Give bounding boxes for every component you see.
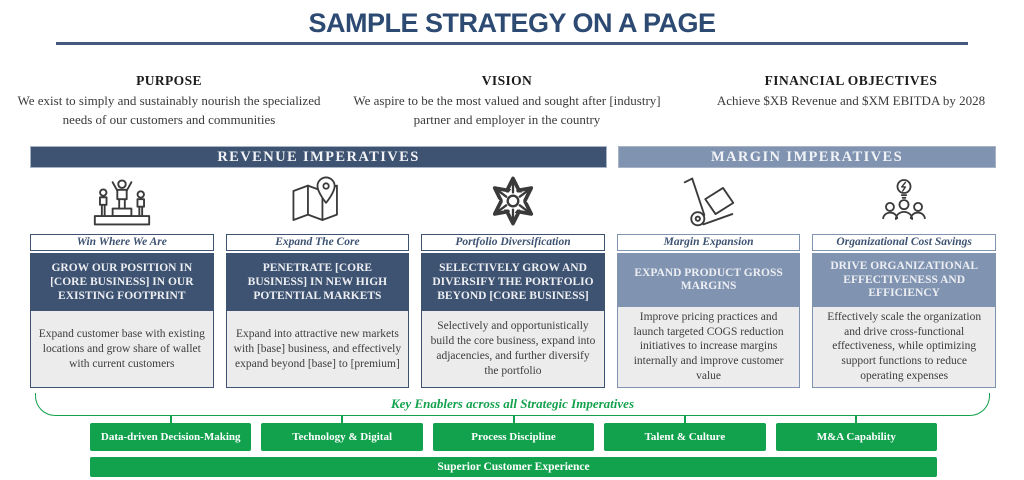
enabler-cell: M&A Capability bbox=[775, 416, 938, 452]
map-pin-icon bbox=[226, 168, 410, 234]
pillar-subtitle: Win Where We Are bbox=[30, 234, 214, 252]
pillar-box: PENETRATE [CORE BUSINESS] IN NEW HIGH PO… bbox=[225, 253, 410, 389]
key-enablers-bracket: Key Enablers across all Strategic Impera… bbox=[35, 393, 990, 417]
enabler-process-discipline: Process Discipline bbox=[432, 423, 595, 452]
pillar-header: EXPAND PRODUCT GROSS MARGINS bbox=[617, 254, 800, 307]
purpose-section: PURPOSE We exist to simply and sustainab… bbox=[4, 73, 334, 130]
pillar-description: Expand into attractive new markets with … bbox=[226, 311, 409, 388]
enabler-cell: Data-driven Decision-Making bbox=[90, 416, 252, 452]
pillar-description: Effectively scale the organization and d… bbox=[813, 306, 995, 388]
pillar-organizational-cost-savings: Organizational Cost Savings DRIVE ORGANI… bbox=[812, 168, 996, 389]
enabler-technology-digital: Technology & Digital bbox=[261, 423, 423, 452]
pillar-subtitle: Portfolio Diversification bbox=[421, 234, 605, 252]
pillar-box: SELECTIVELY GROW AND DIVERSIFY THE PORTF… bbox=[421, 253, 605, 389]
pillar-description: Expand customer base with existing locat… bbox=[31, 311, 213, 388]
vision-heading: VISION bbox=[481, 73, 533, 89]
purpose-heading: PURPOSE bbox=[136, 73, 202, 89]
page-title: SAMPLE STRATEGY ON A PAGE bbox=[308, 8, 716, 38]
pillar-header: DRIVE ORGANIZATIONAL EFFECTIVENESS AND E… bbox=[813, 254, 995, 307]
margin-imperatives-banner: MARGIN IMPERATIVES bbox=[618, 146, 996, 169]
superior-customer-experience-bar: Superior Customer Experience bbox=[90, 457, 937, 478]
title-divider bbox=[56, 42, 968, 46]
pillar-header: GROW OUR POSITION IN [CORE BUSINESS] IN … bbox=[31, 254, 213, 312]
enabler-cell: Talent & Culture bbox=[604, 416, 766, 452]
enabler-cell: Technology & Digital bbox=[261, 416, 423, 452]
pillar-box: DRIVE ORGANIZATIONAL EFFECTIVENESS AND E… bbox=[812, 253, 996, 389]
pillar-box: EXPAND PRODUCT GROSS MARGINS Improve pri… bbox=[616, 253, 801, 389]
bracket-connector bbox=[512, 416, 515, 424]
financial-objectives-heading: FINANCIAL OBJECTIVES bbox=[764, 73, 938, 89]
enabler-talent-culture: Talent & Culture bbox=[604, 423, 766, 452]
expand-arrows-icon bbox=[421, 168, 605, 234]
bracket-connector bbox=[169, 416, 172, 424]
key-enablers-caption: Key Enablers across all Strategic Impera… bbox=[390, 396, 635, 412]
pillar-subtitle: Expand The Core bbox=[225, 234, 410, 252]
key-enablers-row: Data-driven Decision-Making Technology &… bbox=[90, 416, 938, 452]
enabler-cell: Process Discipline bbox=[432, 416, 595, 452]
pillar-description: Improve pricing practices and launch tar… bbox=[617, 306, 800, 388]
pillar-box: GROW OUR POSITION IN [CORE BUSINESS] IN … bbox=[30, 253, 214, 389]
pillar-header: PENETRATE [CORE BUSINESS] IN NEW HIGH PO… bbox=[226, 254, 409, 312]
podium-winner-icon bbox=[30, 168, 214, 234]
vision-text: We aspire to be the most valued and soug… bbox=[353, 93, 661, 128]
pillar-margin-expansion: Margin Expansion EXPAND PRODUCT GROSS MA… bbox=[616, 168, 801, 389]
purpose-text: We exist to simply and sustainably nouri… bbox=[17, 93, 321, 128]
pillar-subtitle: Margin Expansion bbox=[616, 234, 801, 252]
financial-objectives-section: FINANCIAL OBJECTIVES Achieve $XB Revenue… bbox=[686, 73, 1016, 130]
bracket-connector bbox=[341, 416, 344, 424]
bracket-connector bbox=[855, 416, 858, 424]
mission-row: PURPOSE We exist to simply and sustainab… bbox=[0, 73, 1024, 130]
enabler-ma-capability: M&A Capability bbox=[775, 423, 938, 452]
pillar-header: SELECTIVELY GROW AND DIVERSIFY THE PORTF… bbox=[422, 254, 604, 312]
pillar-portfolio-diversification: Portfolio Diversification SELECTIVELY GR… bbox=[421, 168, 605, 389]
strategic-pillars: Win Where We Are GROW OUR POSITION IN [C… bbox=[30, 168, 996, 389]
vision-section: VISION We aspire to be the most valued a… bbox=[352, 73, 662, 130]
pillar-win-where-we-are: Win Where We Are GROW OUR POSITION IN [C… bbox=[30, 168, 214, 389]
pillar-expand-the-core: Expand The Core PENETRATE [CORE BUSINESS… bbox=[225, 168, 410, 389]
imperatives-banners: REVENUE IMPERATIVES MARGIN IMPERATIVES bbox=[30, 146, 996, 169]
bracket-connector bbox=[683, 416, 686, 424]
enabler-data-driven-decision-making: Data-driven Decision-Making bbox=[90, 423, 252, 452]
pillar-description: Selectively and opportunistically build … bbox=[422, 311, 604, 388]
hand-truck-icon bbox=[617, 168, 801, 234]
revenue-imperatives-banner: REVENUE IMPERATIVES bbox=[30, 146, 607, 169]
team-idea-icon bbox=[812, 168, 996, 234]
pillar-subtitle: Organizational Cost Savings bbox=[812, 234, 996, 252]
financial-objectives-text: Achieve $XB Revenue and $XM EBITDA by 20… bbox=[716, 93, 986, 109]
